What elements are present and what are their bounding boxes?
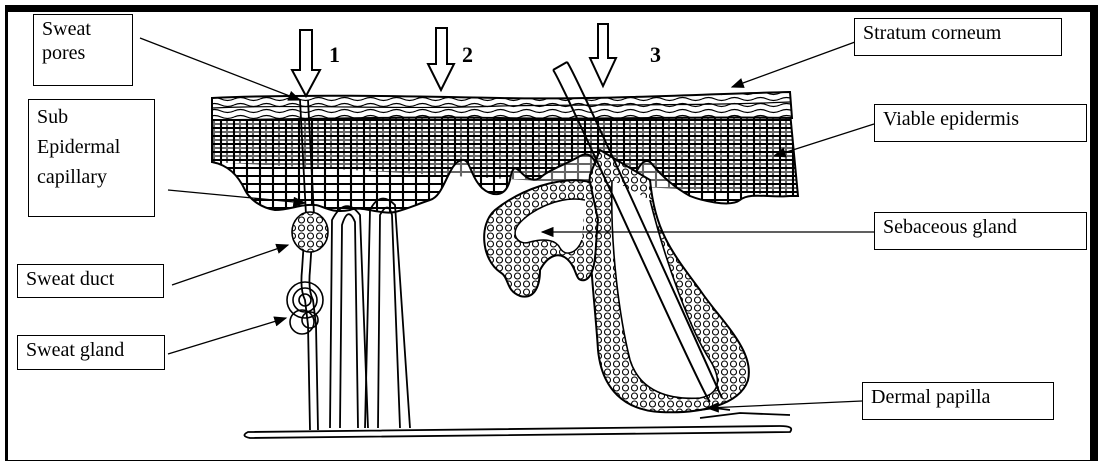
- route-number-3: 3: [650, 42, 661, 68]
- route-number-2: 2: [462, 42, 473, 68]
- route-3-arrow: [590, 24, 616, 86]
- label-dermal-papilla: Dermal papilla: [862, 382, 1054, 420]
- label-sub-epidermal-capillary: Sub Epidermal capillary: [28, 99, 155, 217]
- label-stratum-corneum: Stratum corneum: [854, 18, 1062, 56]
- label-viable-epidermis: Viable epidermis: [874, 104, 1087, 142]
- route-2-arrow: [428, 28, 454, 90]
- label-sweat-pores: Sweat pores: [33, 14, 133, 86]
- label-sweat-gland: Sweat gland: [17, 335, 165, 370]
- label-sweat-duct: Sweat duct: [17, 264, 164, 298]
- route-arrows: [292, 24, 616, 96]
- route-1-arrow: [292, 30, 320, 96]
- route-number-1: 1: [329, 42, 340, 68]
- label-sebaceous-gland: Sebaceous gland: [874, 212, 1087, 250]
